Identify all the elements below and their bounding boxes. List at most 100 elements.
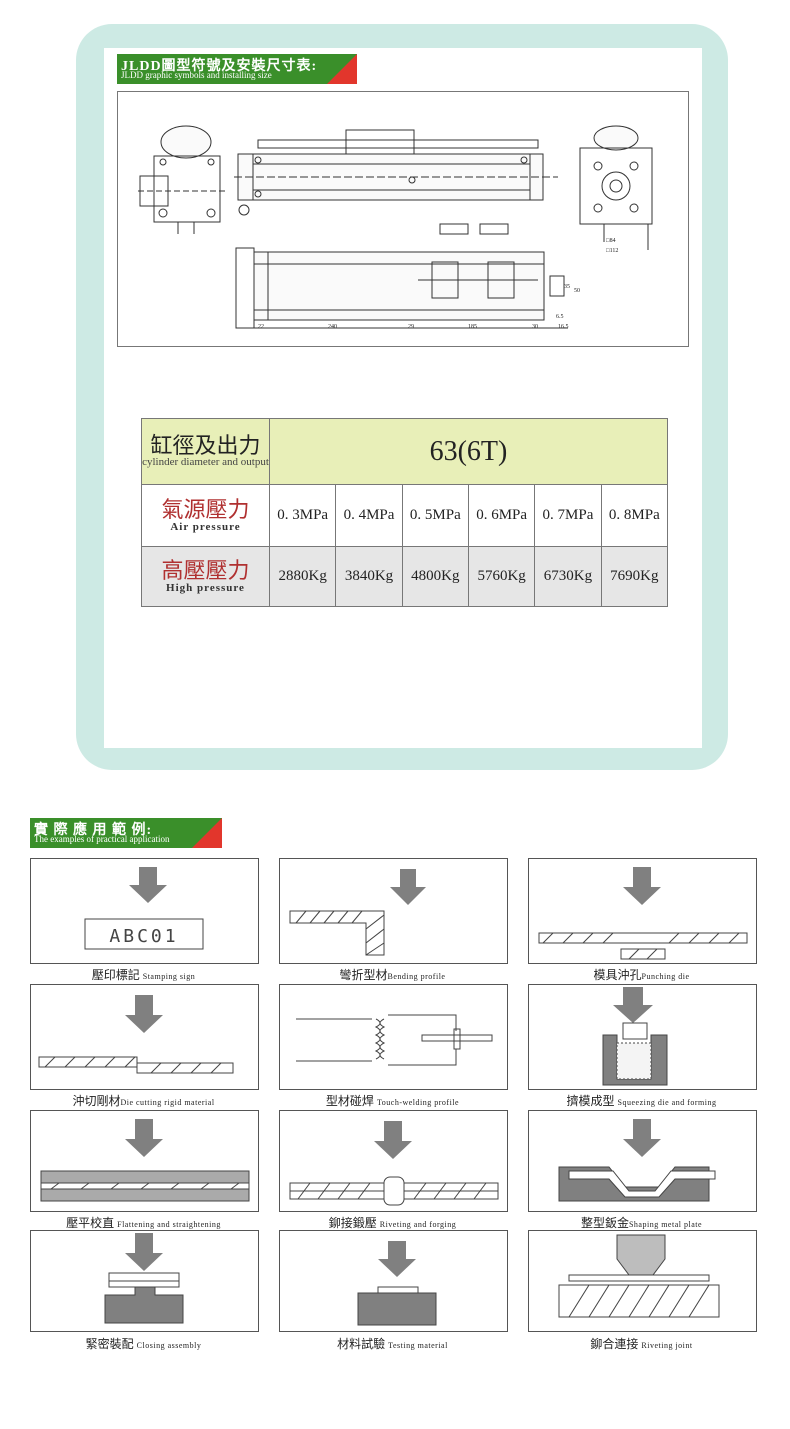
dim-22: 22 bbox=[258, 324, 264, 330]
caption-en: Flattening and straightening bbox=[117, 1220, 221, 1229]
testing-illustration bbox=[357, 1241, 437, 1326]
flattening-illustration bbox=[40, 1119, 250, 1202]
bending-illustration bbox=[289, 869, 426, 956]
caption-die-cutting: 沖切剛材Die cutting rigid material bbox=[30, 1092, 257, 1109]
caption-en: Squeezing die and forming bbox=[617, 1098, 717, 1107]
caption-shaping: 整型鈑金Shaping metal plate bbox=[528, 1214, 755, 1231]
model-cell: 63(6T) bbox=[269, 418, 668, 485]
caption-en: Die cutting rigid material bbox=[120, 1098, 215, 1107]
squeezing-illustration bbox=[602, 987, 668, 1086]
air-value: 0. 7MPa bbox=[534, 484, 602, 547]
examples-banner-title: 實 際 應 用 範 例: bbox=[34, 823, 153, 838]
example-panel-riveting bbox=[279, 1110, 508, 1212]
example-panel-flattening bbox=[30, 1110, 259, 1212]
caption-zh: 整型鈑金 bbox=[580, 1216, 629, 1230]
caption-zh: 壓平校直 bbox=[66, 1216, 115, 1230]
caption-testing: 材料試驗 Testing material bbox=[279, 1335, 506, 1352]
caption-en: Stamping sign bbox=[142, 972, 196, 981]
caption-zh: 鉚接鍛壓 bbox=[328, 1216, 377, 1230]
caption-zh: 鉚合連接 bbox=[590, 1337, 639, 1351]
dim-30: 30 bbox=[532, 324, 538, 330]
example-panel-punching bbox=[528, 858, 757, 964]
example-panel-stamping: ABC01 bbox=[30, 858, 259, 964]
high-value: 5760Kg bbox=[467, 546, 536, 607]
caption-squeezing: 擠模成型 Squeezing die and forming bbox=[528, 1092, 755, 1109]
example-panel-welding bbox=[279, 984, 508, 1090]
caption-en: Closing assembly bbox=[136, 1341, 202, 1350]
air-value: 0. 4MPa bbox=[335, 484, 403, 547]
welding-illustration bbox=[296, 1014, 493, 1066]
caption-en: Touch-welding profile bbox=[376, 1098, 460, 1107]
caption-en: Riveting and forging bbox=[379, 1220, 457, 1229]
caption-en: Riveting joint bbox=[641, 1341, 693, 1350]
dim-240: 240 bbox=[328, 324, 337, 330]
caption-zh: 模具沖孔 bbox=[593, 968, 642, 982]
caption-riveting-joint: 鉚合連接 Riveting joint bbox=[528, 1335, 755, 1352]
stamp-text: ABC01 bbox=[109, 926, 178, 947]
air-value: 0. 5MPa bbox=[401, 484, 469, 547]
caption-punching: 模具沖孔Punching die bbox=[528, 966, 755, 983]
caption-en: Punching die bbox=[641, 972, 690, 981]
spec-header-label: 缸徑及出力 cylinder diameter and output bbox=[141, 418, 270, 485]
example-panel-shaping bbox=[528, 1110, 757, 1212]
dim-35: 35 bbox=[564, 284, 570, 290]
caption-closing: 緊密裝配 Closing assembly bbox=[30, 1335, 257, 1352]
caption-zh: 彎折型材 bbox=[339, 968, 388, 982]
example-panel-riveting-joint bbox=[528, 1230, 757, 1332]
banner-red-triangle bbox=[192, 818, 222, 848]
caption-zh: 型材碰焊 bbox=[325, 1094, 374, 1108]
air-pressure-label: 氣源壓力 Air pressure bbox=[141, 484, 270, 547]
high-value: 4800Kg bbox=[401, 546, 469, 607]
example-panel-testing bbox=[279, 1230, 508, 1332]
dim-84: □84 bbox=[606, 238, 616, 244]
section-banner-installing-size: JLDD圖型符號及安裝尺寸表: JLDD graphic symbols and… bbox=[117, 54, 357, 84]
high-value: 3840Kg bbox=[335, 546, 403, 607]
riveting-joint-illustration bbox=[558, 1234, 720, 1318]
riveting-illustration bbox=[289, 1121, 499, 1206]
high-zh: 高壓壓力 bbox=[161, 557, 250, 583]
dim-29: 29 bbox=[408, 324, 414, 330]
air-value: 0. 8MPa bbox=[600, 484, 669, 547]
dim-16-5: 16.5 bbox=[558, 324, 569, 330]
caption-stamping: 壓印標記 Stamping sign bbox=[30, 966, 257, 983]
die-cutting-illustration bbox=[38, 995, 234, 1074]
dim-50: 50 bbox=[574, 288, 580, 294]
air-value: 0. 3MPa bbox=[268, 484, 337, 547]
caption-zh: 擠模成型 bbox=[566, 1094, 615, 1108]
caption-welding: 型材碰焊 Touch-welding profile bbox=[279, 1092, 506, 1109]
dim-112: □112 bbox=[606, 248, 618, 254]
closing-illustration bbox=[104, 1233, 184, 1324]
caption-zh: 沖切剛材 bbox=[72, 1094, 121, 1108]
high-value: 7690Kg bbox=[600, 546, 669, 607]
cylinder-drawing-svg: □84 □112 22 240 29 185 30 16.5 6.5 35 50 bbox=[138, 125, 653, 330]
banner-title: JLDD圖型符號及安裝尺寸表: bbox=[121, 59, 318, 74]
example-panel-closing bbox=[30, 1230, 259, 1332]
caption-zh: 材料試驗 bbox=[337, 1337, 386, 1351]
caption-en: Shaping metal plate bbox=[628, 1220, 703, 1229]
caption-riveting: 鉚接鍛壓 Riveting and forging bbox=[279, 1214, 506, 1231]
caption-zh: 緊密裝配 bbox=[85, 1337, 134, 1351]
air-value: 0. 6MPa bbox=[467, 484, 536, 547]
example-panel-squeezing bbox=[528, 984, 757, 1090]
caption-flattening: 壓平校直 Flattening and straightening bbox=[30, 1214, 257, 1231]
high-pressure-label: 高壓壓力 High pressure bbox=[141, 546, 270, 607]
example-panel-bending bbox=[279, 858, 508, 964]
caption-en: Testing material bbox=[388, 1341, 448, 1350]
shaping-illustration bbox=[558, 1119, 716, 1202]
examples-banner-subtitle: The examples of practical application bbox=[34, 834, 170, 844]
banner-subtitle: JLDD graphic symbols and installing size bbox=[121, 70, 272, 80]
section-banner-examples: 實 際 應 用 範 例: The examples of practical a… bbox=[30, 818, 222, 848]
header-zh: 缸徑及出力 bbox=[150, 433, 261, 458]
high-value: 2880Kg bbox=[268, 546, 337, 607]
example-panel-die-cutting bbox=[30, 984, 259, 1090]
high-en: High pressure bbox=[166, 581, 245, 594]
spec-table: 缸徑及出力 cylinder diameter and output 63(6T… bbox=[141, 418, 669, 607]
technical-drawing: □84 □112 22 240 29 185 30 16.5 6.5 35 50 bbox=[117, 91, 689, 347]
banner-red-triangle bbox=[327, 54, 357, 84]
air-zh: 氣源壓力 bbox=[161, 496, 250, 522]
dim-6-5: 6.5 bbox=[556, 314, 564, 320]
header-en: cylinder diameter and output bbox=[142, 456, 269, 468]
air-en: Air pressure bbox=[170, 520, 241, 533]
punching-illustration bbox=[538, 867, 748, 960]
caption-zh: 壓印標記 bbox=[91, 968, 140, 982]
